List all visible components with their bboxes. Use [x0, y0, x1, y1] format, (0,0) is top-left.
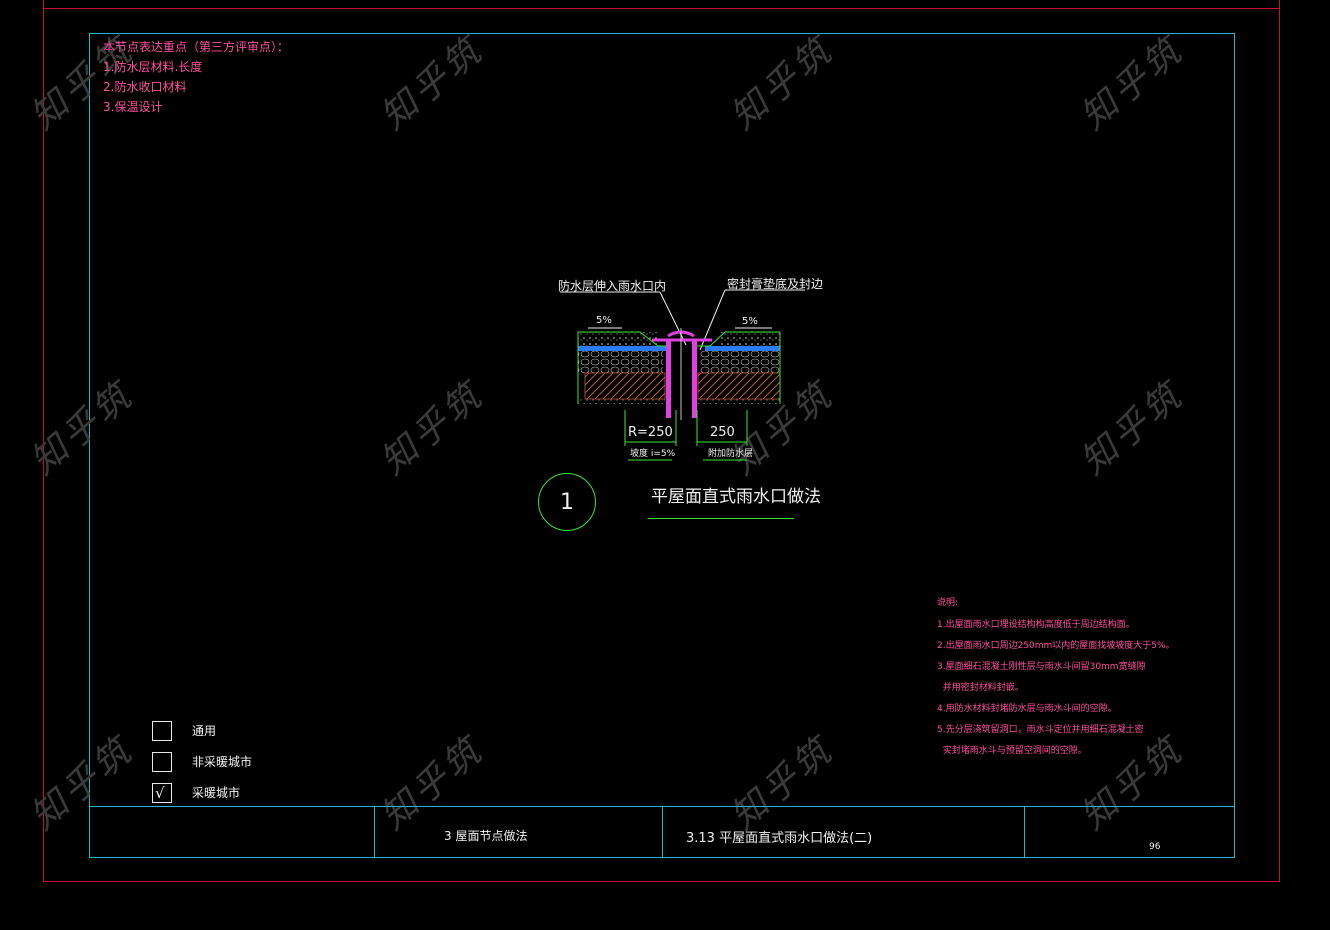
legend-label: 采暖城市	[192, 786, 241, 800]
focus-item: 1.防水层材料.长度	[103, 60, 203, 74]
finish-right	[698, 399, 780, 404]
insulation-layer-right	[700, 351, 780, 373]
note-line: 5.先分层浇筑留洞口，雨水斗定位并用细石混凝土密	[937, 725, 1144, 735]
note-line: 3.屋面细石混凝土刚性层与雨水斗间留30mm宽缝隙	[937, 662, 1146, 672]
note-line: 实封堵雨水斗与预留空洞间的空隙。	[937, 746, 1087, 756]
legend-label: 通用	[192, 724, 217, 738]
gravel-layer-left	[578, 332, 658, 346]
note-line: 1.出屋面雨水口埋设结构构高度低于周边结构面。	[937, 620, 1135, 630]
legend-checkbox[interactable]	[152, 720, 172, 741]
callout-right-label: 密封膏垫底及封边	[727, 277, 824, 291]
gravel-layer-right	[720, 332, 780, 346]
focus-item: 3.保温设计	[103, 100, 163, 114]
drawing-title: 3.13 平屋面直式雨水口做法(二)	[686, 831, 873, 846]
legend-label: 非采暖城市	[192, 755, 253, 769]
title-block: 3 屋面节点做法 3.13 平屋面直式雨水口做法(二) 96	[89, 806, 1235, 859]
legend-item: 非采暖城市	[152, 746, 252, 777]
callout-left-label: 防水层伸入雨水口内	[558, 279, 667, 293]
insulation-layer-left	[578, 351, 663, 373]
dim-right-sublabel: 附加防水层	[708, 449, 754, 459]
waterproof-layer-left	[578, 346, 668, 351]
legend-item: 通用	[152, 715, 252, 746]
legend-item: √ 采暖城市	[152, 777, 252, 808]
title-block-divider	[662, 807, 663, 858]
waterproof-layer-right	[705, 346, 780, 351]
detail-number: 1	[560, 489, 574, 515]
focus-heading: 本节点表达重点（第三方评审点）：	[103, 40, 290, 54]
detail-title: 平屋面直式雨水口做法	[651, 487, 821, 507]
notes-heading: 说明:	[937, 598, 959, 608]
title-block-divider	[374, 807, 375, 858]
applicability-legend: 通用 非采暖城市 √ 采暖城市	[152, 715, 252, 808]
slab-right	[697, 372, 781, 400]
slope-left-label: 5%	[596, 315, 612, 326]
focus-points: 本节点表达重点（第三方评审点）： 1.防水层材料.长度 2.防水收口材料 3.保…	[103, 38, 289, 118]
drain-pipe-right-wall	[692, 340, 697, 418]
legend-checkbox[interactable]	[152, 751, 172, 772]
roof-drain-section-drawing	[560, 289, 805, 461]
drawing-outer-border	[43, 0, 1280, 882]
legend-checkbox-checked[interactable]: √	[152, 782, 172, 803]
callout-leader-left-diag	[659, 291, 687, 346]
focus-item: 2.防水收口材料	[103, 80, 187, 94]
check-mark-icon: √	[155, 783, 165, 802]
dim-left-label: R=250	[628, 425, 673, 440]
notes-block: 说明: 1.出屋面雨水口埋设结构构高度低于周边结构面。 2.出屋面雨水口周边25…	[937, 596, 1175, 764]
note-line: 4.用防水材料封堵防水层与雨水斗间的空隙。	[937, 704, 1117, 714]
note-line: 2.出屋面雨水口周边250mm以内的屋面找坡坡度大于5%。	[937, 641, 1175, 651]
title-block-divider	[1024, 807, 1025, 858]
finish-left	[578, 399, 665, 404]
dim-left-sublabel: 坡度 i=5%	[630, 449, 676, 459]
drain-pipe-left-wall	[666, 340, 671, 418]
page-number: 96	[1149, 842, 1161, 852]
note-line: 并用密封材料封嵌。	[937, 683, 1024, 693]
section-outline	[577, 331, 781, 404]
dim-right-label: 250	[710, 425, 735, 440]
slope-right-label: 5%	[742, 316, 758, 327]
section-title: 3 屋面节点做法	[444, 829, 528, 843]
top-border-line	[43, 8, 1280, 9]
detail-number-circle: 1	[538, 473, 596, 531]
slab-left	[584, 372, 666, 400]
detail-title-underline	[648, 518, 794, 519]
